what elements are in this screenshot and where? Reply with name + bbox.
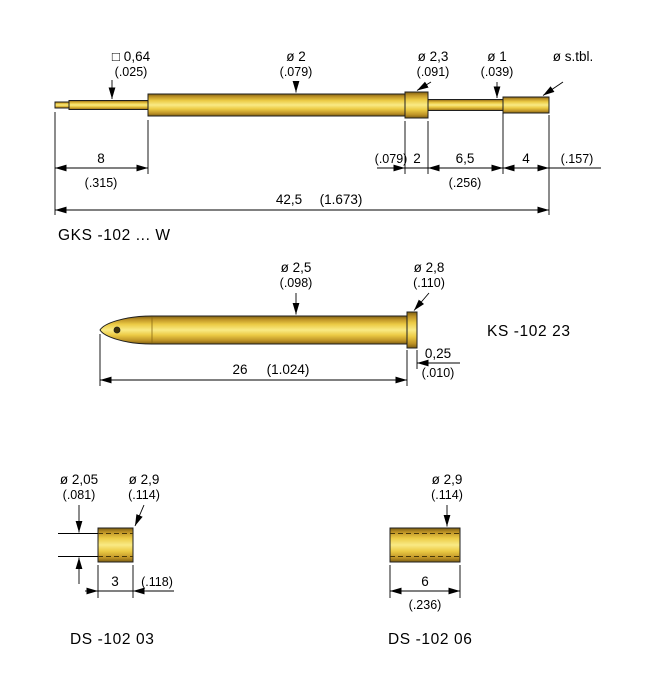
ds03-od-callout: ø 2,9 [129,472,160,487]
leader-line [134,504,145,527]
ds06-length-mm: 6 [421,574,429,589]
ks-flange-width-inch: (.010) [422,366,455,380]
ds03-bore-callout: ø 2,05 [60,472,98,487]
gks-mid-length-mm: 6,5 [456,151,475,166]
gks-dia-table-callout: ø s.tbl. [553,49,594,64]
gks-tip-square-callout-inch: (.025) [115,65,148,79]
ds06-od-callout: ø 2,9 [432,472,463,487]
gks-tip-square-callout: □ 0,64 [112,49,151,64]
ds03-drawing: ø 2,05 (.081) ø 2,9 (.114) 3 (.118) DS -… [58,472,174,648]
ks-length-mm: 26 [232,362,247,377]
leader-line [413,292,430,311]
gks-front-length-mm: 8 [97,151,105,166]
ks-drawing: ø 2,5 (.098) ø 2,8 (.110) 26 (1.024) 0,2… [99,260,571,386]
gks-tail-length-inch: (.157) [561,152,594,166]
ds06-drawing: ø 2,9 (.114) 6 (.236) DS -102 06 [388,472,472,648]
ks-dia28-callout-inch: (.110) [413,276,445,290]
gks-dia2-callout-inch: (.079) [280,65,313,79]
ks-flange [406,311,418,349]
gks-dia23-callout: ø 2,3 [418,49,449,64]
gks-collar-length-mm: 2 [413,151,421,166]
ds03-length-inch: (.118) [141,575,173,589]
gks-total-length-inch: (1.673) [320,192,363,207]
gks-dia1-callout-inch: (.039) [481,65,514,79]
gks-mid-length-inch: (.256) [449,176,482,190]
gks-drawing: □ 0,64 (.025) ø 2 (.079) ø 2,3 (.091) ø … [54,49,601,244]
gks-part-name: GKS -102 ... W [58,227,171,244]
ds06-part-name: DS -102 06 [388,631,472,648]
gks-tail-section [502,96,550,114]
gks-tail-length-mm: 4 [522,151,530,166]
gks-dia2-callout: ø 2 [286,49,306,64]
ds06-od-callout-inch: (.114) [431,488,463,502]
ks-dia25-callout-inch: (.098) [280,276,313,290]
gks-front-rod [68,100,149,110]
ks-flange-width-mm: 0,25 [425,346,451,361]
ks-length-inch: (1.024) [267,362,310,377]
leader-line [416,81,432,91]
gks-mid-rod [427,99,504,111]
gks-dia1-callout: ø 1 [487,49,507,64]
ks-dia25-callout: ø 2,5 [281,260,312,275]
ds03-length-mm: 3 [111,574,119,589]
gks-collar [404,91,429,119]
ks-part-name: KS -102 23 [487,323,571,340]
gks-front-length-inch: (.315) [85,176,118,190]
ds03-bore-callout-inch: (.081) [63,488,96,502]
ks-solder-hole [113,326,121,334]
leader-line [542,81,564,96]
ds06-length-inch: (.236) [409,598,442,612]
ks-dia28-callout: ø 2,8 [414,260,445,275]
gks-dia23-callout-inch: (.091) [417,65,450,79]
gks-collar-length-inch: (.079) [375,152,408,166]
ds03-od-callout-inch: (.114) [128,488,160,502]
gks-total-length-mm: 42,5 [276,192,302,207]
ks-body [99,315,408,345]
gks-barrel [147,93,406,117]
ds03-part-name: DS -102 03 [70,631,154,648]
